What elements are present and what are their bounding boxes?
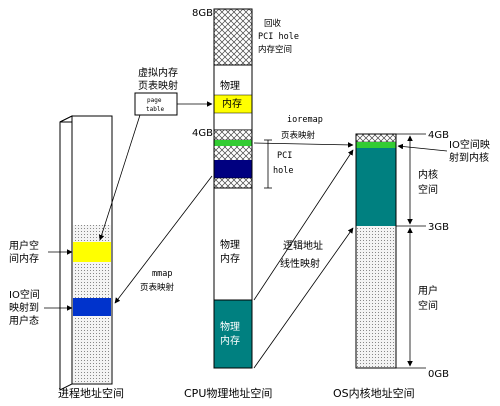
cpu-low-memory-block bbox=[213, 299, 253, 369]
kernel-4gb-label: 4GB bbox=[428, 130, 449, 141]
cpu-4gb-label: 4GB bbox=[192, 128, 213, 139]
mmap-arrow bbox=[114, 175, 213, 304]
kernel-address-space: 4GB 3GB 0GB 内核 空间 用户 空间 IO空间映 射到内核 OS内核地… bbox=[333, 130, 493, 400]
cpu-physical-address-space: 8GB 4GB 回收 PCI hole 内存空间 物理 内存 PCI hole … bbox=[184, 8, 304, 400]
kernel-caption: OS内核地址空间 bbox=[333, 386, 415, 400]
cpu-teal-memory-label: 物理 内存 bbox=[220, 320, 243, 347]
process-user-memory-block bbox=[73, 242, 111, 262]
cpu-io-band bbox=[214, 140, 252, 146]
cpu-lower-memory-label: 物理 内存 bbox=[220, 238, 243, 265]
cpu-caption: CPU物理地址空间 bbox=[184, 386, 272, 400]
kernel-hatch-top bbox=[355, 133, 397, 143]
page-table-to-process-arrow bbox=[98, 114, 141, 241]
linear-map-label: 逻辑地址 线性映射 bbox=[280, 239, 326, 270]
process-user-memory-label: 用户空 间内存 bbox=[9, 239, 42, 265]
process-column-side bbox=[59, 115, 73, 391]
kernel-3gb-label: 3GB bbox=[428, 222, 449, 233]
linear-map-top-arrow bbox=[253, 149, 354, 301]
process-io-map-label: IO空间 映射到 用户态 bbox=[9, 288, 43, 327]
page-table-box-label: page table bbox=[146, 97, 165, 113]
ioremap-label: ioremap 页表映射 bbox=[281, 115, 328, 141]
kernel-column-outline bbox=[355, 133, 397, 369]
kernel-user-space-label: 用户 空间 bbox=[418, 284, 441, 312]
cpu-yellow-memory-label: 内存 bbox=[222, 97, 242, 110]
process-caption: 进程地址空间 bbox=[58, 386, 124, 400]
cpu-hatch-band-mid bbox=[214, 146, 252, 160]
process-io-map-block bbox=[73, 298, 111, 316]
mmap-label: mmap 页表映射 bbox=[140, 269, 178, 293]
cpu-hatch-band-top bbox=[213, 129, 253, 141]
cpu-hatch-band-bottom bbox=[213, 177, 253, 189]
annotations: 虚拟内存 页表映射 page table ioremap 页表映射 mmap 页… bbox=[98, 66, 354, 369]
virt-page-table-label: 虚拟内存 页表映射 bbox=[138, 66, 181, 92]
kernel-user-space-block bbox=[356, 226, 396, 368]
cpu-upper-memory-label: 物理 bbox=[220, 79, 240, 92]
cpu-pci-recycle-label: 回收 PCI hole 内存空间 bbox=[258, 18, 304, 55]
kernel-io-arrow bbox=[397, 143, 448, 152]
kernel-space-label: 内核 空间 bbox=[418, 168, 441, 196]
process-address-space: 用户空 间内存 IO空间 映射到 用户态 进程地址空间 bbox=[9, 115, 124, 400]
kernel-0gb-label: 0GB bbox=[428, 369, 449, 380]
cpu-column-outline bbox=[213, 8, 253, 369]
cpu-pci-device-block bbox=[214, 160, 252, 178]
linear-map-bottom-arrow bbox=[253, 227, 354, 369]
ioremap-arrow bbox=[253, 142, 354, 148]
cpu-recycled-pci-region bbox=[213, 8, 253, 66]
cpu-8gb-label: 8GB bbox=[192, 8, 213, 19]
kernel-space-block bbox=[356, 148, 396, 226]
cpu-pci-hole-label: PCI hole bbox=[273, 151, 297, 176]
kernel-io-band bbox=[356, 142, 396, 148]
kernel-io-label: IO空间映 射到内核 bbox=[449, 138, 493, 164]
